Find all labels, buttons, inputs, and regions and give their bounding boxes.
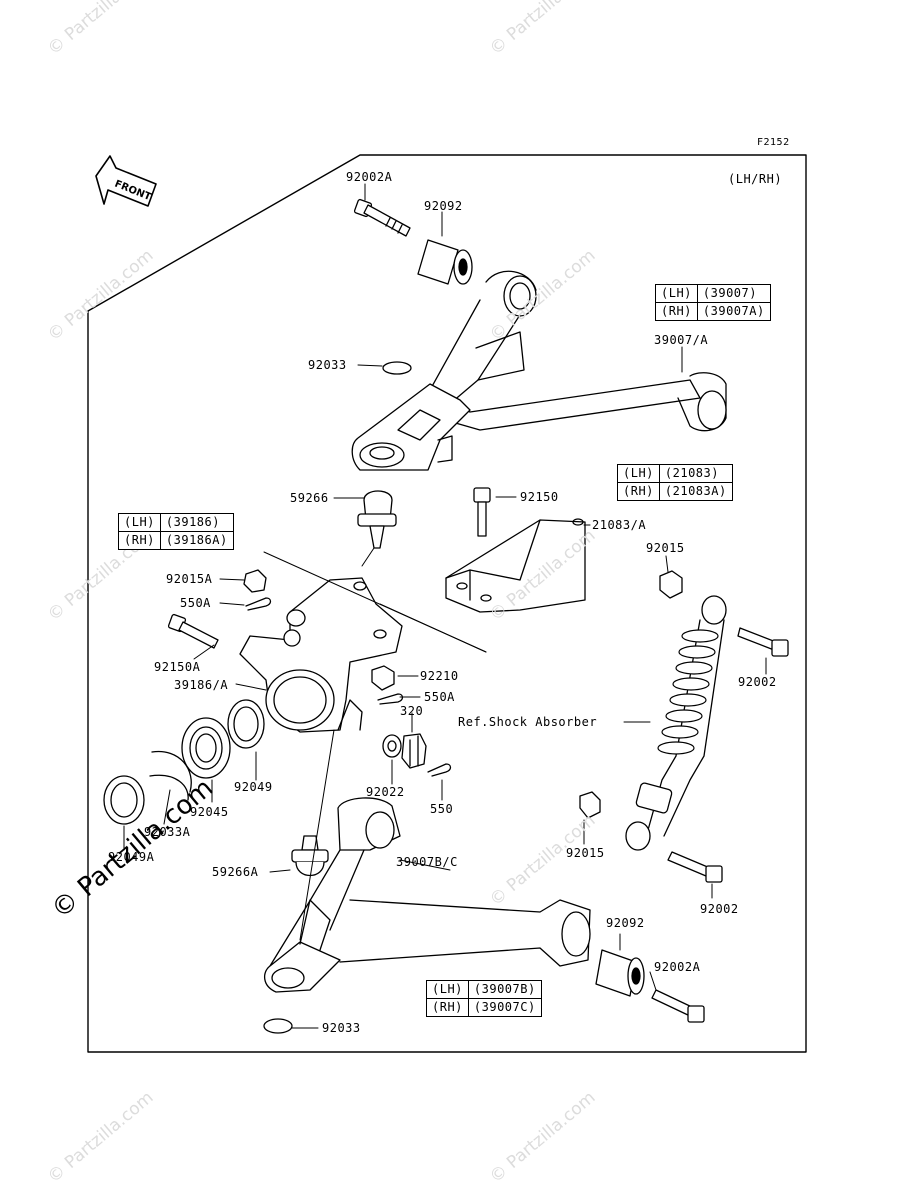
leader-lines [123, 183, 767, 1029]
callout-92002a-top: 92002A [346, 170, 393, 184]
table-cell: (LH) [118, 513, 161, 532]
nut-92015a [243, 569, 267, 593]
callout-92002-low: 92002 [700, 902, 739, 916]
table-cell: (39007) [696, 284, 771, 303]
callout-39007b-c: 39007B/C [396, 855, 458, 869]
callout-39007-a: 39007/A [654, 333, 709, 347]
table-cell: (21083A) [658, 482, 733, 501]
table-knuckle: (LH)(39186) (RH)(39186A) [118, 513, 234, 550]
nut-92015-low [579, 791, 601, 819]
callout-92049a: 92049A [108, 850, 155, 864]
nut-92210 [371, 665, 395, 691]
callout-59266: 59266 [290, 491, 329, 505]
front-arrow-icon: FRONT [95, 155, 157, 207]
callout-92049: 92049 [234, 780, 273, 794]
bolt-92150 [473, 487, 491, 537]
callout-92045: 92045 [190, 805, 229, 819]
cotter-pin-550a-top [245, 597, 272, 611]
bushing-92092-top [417, 239, 473, 285]
diagram-frame [87, 154, 807, 1053]
cotter-pin-550 [427, 763, 452, 777]
table-cell: (39007A) [696, 302, 771, 321]
table-cell: (LH) [655, 284, 698, 303]
callout-92150a: 92150A [154, 660, 201, 674]
bolt-92002a-top [353, 198, 411, 237]
table-cell: (RH) [617, 482, 660, 501]
shock-absorber [625, 595, 727, 851]
table-cell: (39007B) [467, 980, 542, 999]
callout-550a-top: 550A [180, 596, 211, 610]
bolt-92002-right [737, 627, 789, 657]
bearing-92045 [181, 717, 231, 779]
callout-92015-low: 92015 [566, 846, 605, 860]
seal-92049 [227, 699, 265, 749]
callout-92022: 92022 [366, 785, 405, 799]
table-cell: (RH) [118, 531, 161, 550]
table-upper-arm: (LH)(39007) (RH)(39007A) [655, 284, 771, 321]
ref-shock-absorber-label: Ref.Shock Absorber [458, 715, 598, 729]
callout-92002-right: 92002 [738, 675, 777, 689]
table-cell: (21083) [658, 464, 733, 483]
washer-92022 [382, 734, 402, 758]
table-bracket: (LH)(21083) (RH)(21083A) [617, 464, 733, 501]
callout-39186-a: 39186/A [174, 678, 229, 692]
bushing-92092-low [595, 949, 645, 997]
table-cell: (LH) [426, 980, 469, 999]
bracket-21083 [445, 518, 586, 613]
callout-92033-low: 92033 [322, 1021, 361, 1035]
callout-92092-top: 92092 [424, 199, 463, 213]
ball-joint-59266a [291, 835, 329, 877]
circlip-92033a [149, 750, 192, 801]
table-cell: (LH) [617, 464, 660, 483]
knuckle-39186 [239, 577, 403, 733]
callout-92210: 92210 [420, 669, 459, 683]
cotter-pin-550a-mid [377, 693, 404, 705]
bolt-92002a-low [651, 989, 705, 1023]
callout-92002a-low: 92002A [654, 960, 701, 974]
callout-92092-low: 92092 [606, 916, 645, 930]
callout-59266a: 59266A [212, 865, 259, 879]
table-cell: (39007C) [467, 998, 542, 1017]
table-cell: (RH) [426, 998, 469, 1017]
callout-21083-a: 21083/A [592, 518, 647, 532]
table-cell: (39186) [159, 513, 234, 532]
bolt-92150a [167, 613, 219, 649]
callout-92015a: 92015A [166, 572, 213, 586]
lower-a-arm [264, 797, 591, 993]
variant-label: (LH/RH) [728, 172, 783, 186]
castle-nut-320 [401, 733, 427, 769]
callout-550: 550 [430, 802, 454, 816]
callout-92033a: 92033A [144, 825, 191, 839]
ball-joint-59266 [357, 490, 397, 549]
table-cell: (RH) [655, 302, 698, 321]
callout-92033-top: 92033 [308, 358, 347, 372]
callout-92015-right: 92015 [646, 541, 685, 555]
circlip-92033-low [263, 1018, 293, 1034]
bolt-92002-low [667, 851, 723, 883]
seal-92049a [103, 775, 145, 825]
callout-320: 320 [400, 704, 424, 718]
table-cell: (39186A) [159, 531, 234, 550]
circlip-92033-top [382, 361, 412, 375]
diagram-code: F2152 [757, 137, 790, 148]
callout-550a-mid: 550A [424, 690, 455, 704]
callout-92150: 92150 [520, 490, 559, 504]
nut-92015-right [659, 570, 683, 599]
upper-a-arm [351, 270, 727, 471]
table-lower-arm: (LH)(39007B) (RH)(39007C) [426, 980, 542, 1017]
